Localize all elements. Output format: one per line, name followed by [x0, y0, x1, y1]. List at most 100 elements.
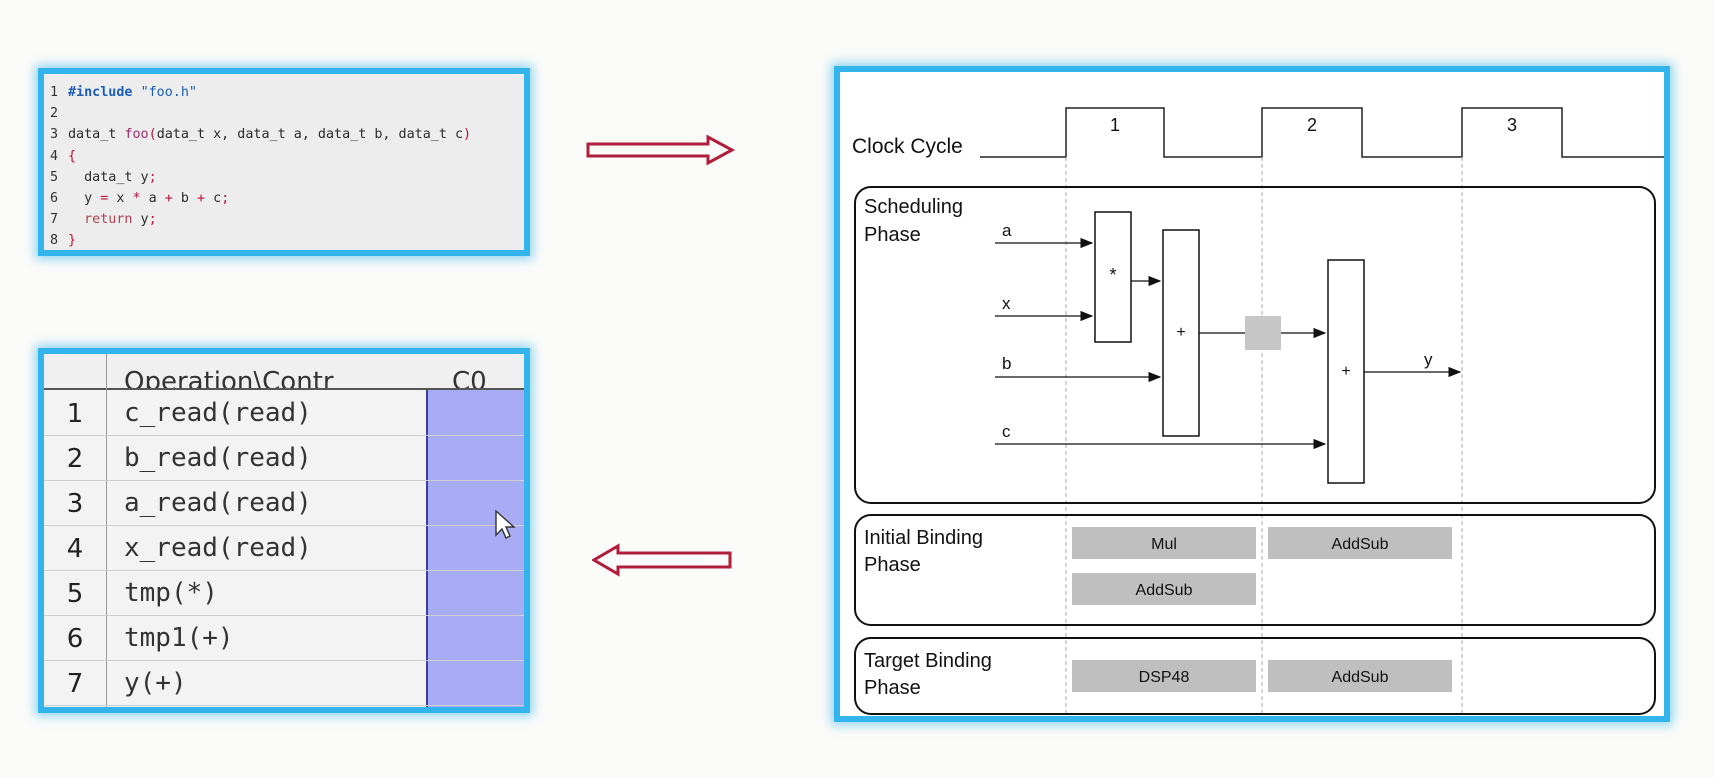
code-token: "foo.h": [140, 85, 197, 100]
scheduling-label-2: Phase: [864, 224, 921, 246]
scheduling-label-1: Scheduling: [864, 196, 963, 218]
table-row[interactable]: 2 b_read(read): [44, 435, 524, 481]
row-number: 3: [66, 489, 84, 519]
initial-mul-label: Mul: [1151, 536, 1177, 553]
code-line: 6 y = x * a + b + c;: [50, 188, 471, 209]
right-arrow-icon: [586, 134, 736, 166]
code-token: [133, 85, 141, 100]
mouse-cursor-icon: [495, 509, 516, 539]
hls-diagram: Clock Cycle 1 2 3 Scheduling Phase a x b…: [852, 107, 1664, 716]
initial-addsub-label-1: AddSub: [1332, 536, 1389, 553]
code-token: y: [68, 190, 101, 206]
code-line: 1#include "foo.h": [50, 82, 471, 103]
operation-name: y(+): [124, 668, 187, 698]
code-token: }: [68, 233, 77, 249]
adder-1-node: [1162, 229, 1200, 437]
table-header: Operation\Contr C0: [44, 354, 524, 390]
target-dsp48-box: [1072, 660, 1256, 692]
source-code: 1#include "foo.h" 2 3 data_t foo(data_t x, …: [50, 82, 471, 252]
operation-name: tmp1(+): [124, 623, 234, 653]
input-a-label: a: [1002, 221, 1012, 240]
initial-mul-box: [1072, 527, 1256, 559]
table-row[interactable]: 3 a_read(read): [44, 480, 524, 526]
code-line: 4{: [50, 146, 471, 167]
input-c-label: c: [1002, 422, 1011, 441]
header-operation: Operation\Contr: [124, 367, 334, 388]
table-row[interactable]: 4 x_read(read): [44, 525, 524, 571]
table-row[interactable]: 6 tmp1(+): [44, 615, 524, 661]
line-number: 6: [50, 190, 59, 206]
code-token: ;: [221, 190, 230, 206]
operation-name: c_read(read): [124, 398, 312, 428]
adder-1-symbol: +: [1176, 324, 1185, 341]
code-token: y: [132, 212, 149, 228]
code-panel: 1#include "foo.h" 2 3 data_t foo(data_t x, …: [38, 68, 530, 256]
initial-addsub-box-2: [1072, 573, 1256, 605]
row-number: 2: [66, 444, 84, 474]
code-token: ;: [148, 212, 157, 228]
operation-name: tmp(*): [124, 578, 218, 608]
operation-name: a_read(read): [124, 488, 312, 518]
register-node: [1245, 316, 1281, 350]
code-token: +: [164, 190, 173, 206]
code-token: =: [100, 190, 109, 206]
code-token: x: [108, 190, 133, 206]
line-number: 7: [50, 212, 59, 228]
code-token: +: [197, 190, 206, 206]
row-number: 4: [66, 534, 84, 564]
cycle-1-label: 1: [1110, 115, 1120, 135]
target-binding-phase-box: [854, 637, 1656, 715]
row-number: 1: [66, 399, 84, 429]
input-x-label: x: [1002, 294, 1011, 313]
code-line: 8}: [50, 230, 471, 251]
hls-diagram-panel: Clock Cycle 1 2 3 Scheduling Phase a x b…: [834, 66, 1670, 722]
clock-cycle-label: Clock Cycle: [852, 135, 963, 158]
clock-waveform: [980, 107, 1664, 158]
scheduling-phase-box: [854, 186, 1656, 504]
operation-name: x_read(read): [124, 533, 312, 563]
code-token: b: [172, 190, 197, 206]
code-token: ): [463, 127, 472, 143]
code-token: data_t x, data_t a, data_t b, data_t c: [156, 127, 464, 143]
code-token: c: [205, 190, 222, 206]
initial-addsub-label-2: AddSub: [1136, 582, 1193, 599]
multiplier-symbol: *: [1109, 265, 1116, 285]
line-number: 2: [50, 106, 59, 122]
target-dsp48-label: DSP48: [1139, 669, 1190, 686]
line-number: 1: [50, 85, 59, 100]
left-arrow-icon: [592, 543, 732, 577]
code-token: [68, 212, 84, 227]
row-number: 6: [66, 624, 84, 654]
column-divider: [106, 354, 107, 707]
cycle-2-label: 2: [1307, 115, 1317, 135]
target-addsub-box: [1268, 660, 1452, 692]
header-c0[interactable]: C0: [452, 367, 487, 388]
initial-binding-label-2: Phase: [864, 554, 921, 576]
code-line: 2: [50, 103, 471, 124]
code-line: 3 data_t foo(data_t x, data_t a, data_t b…: [50, 124, 471, 145]
line-number: 5: [50, 169, 59, 185]
line-number: 3: [50, 127, 59, 143]
code-line: 5 data_t y;: [50, 167, 471, 188]
code-token: a: [140, 190, 165, 206]
schedule-table-panel: Operation\Contr C0 1 c_read(read) 2 b_read(…: [38, 348, 530, 713]
c0-column[interactable]: [426, 390, 524, 707]
initial-binding-label-1: Initial Binding: [864, 527, 983, 549]
initial-addsub-box-1: [1268, 527, 1452, 559]
line-number: 8: [50, 233, 59, 249]
cycle-3-label: 3: [1507, 115, 1517, 135]
table-row[interactable]: 1 c_read(read): [44, 390, 524, 436]
adder-2-symbol: +: [1341, 363, 1350, 380]
code-token: return: [84, 212, 133, 228]
operation-name: b_read(read): [124, 443, 312, 473]
output-y-label: y: [1424, 350, 1433, 369]
line-number: 4: [50, 148, 59, 164]
code-token: ;: [148, 169, 157, 185]
code-token: *: [132, 190, 141, 206]
code-token: {: [68, 148, 77, 164]
code-token: foo: [124, 127, 149, 143]
code-token: data_t: [68, 127, 125, 143]
code-token: (: [148, 127, 157, 143]
